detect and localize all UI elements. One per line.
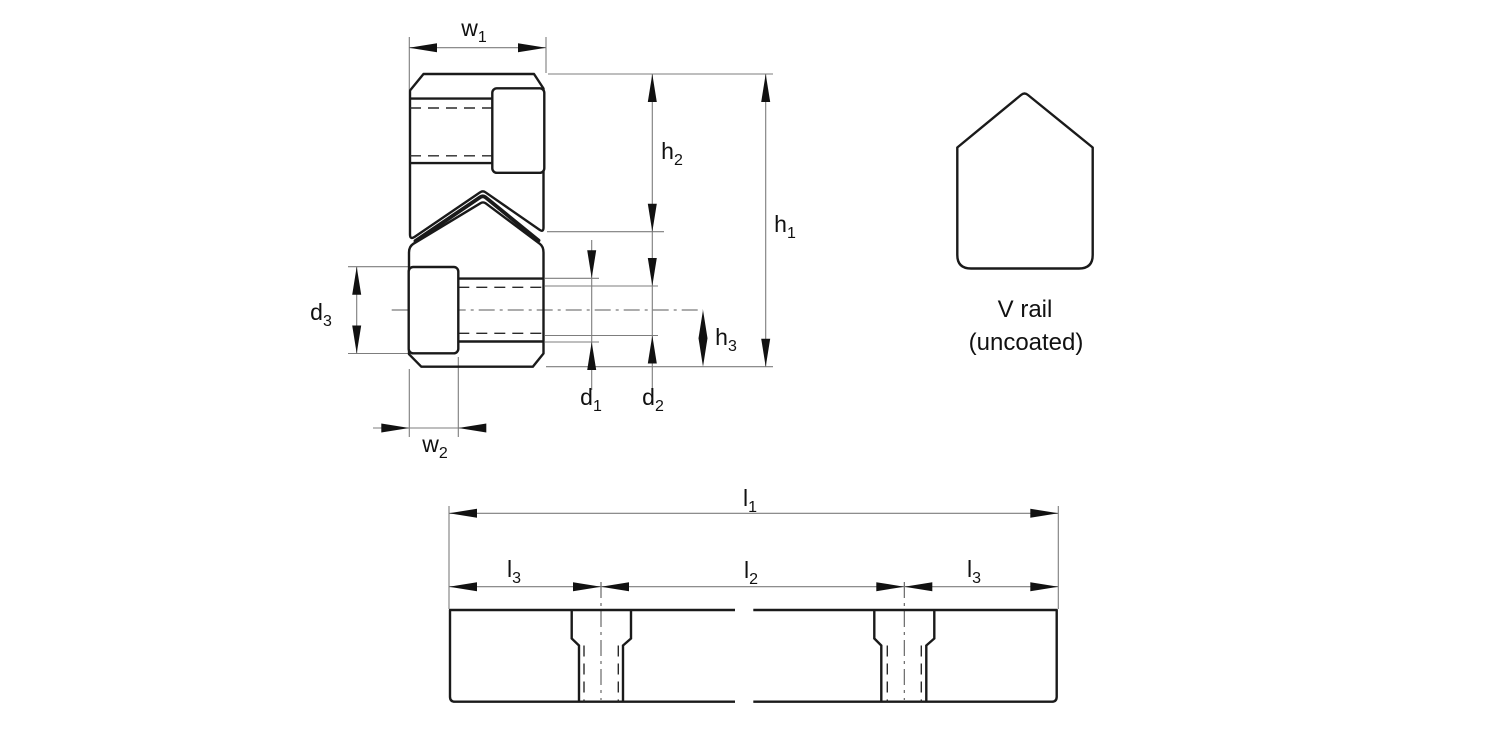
upper-bore — [410, 87, 546, 175]
arrow-down-icon — [647, 203, 657, 232]
dim-d3: d3 — [310, 266, 362, 354]
extension-lines — [448, 506, 1059, 609]
label-w2: w2 — [421, 431, 448, 462]
label-l3-left: l3 — [507, 556, 521, 587]
arrow-down-icon — [761, 338, 771, 367]
label-h3: h3 — [715, 324, 737, 355]
arrow-right-icon — [381, 423, 410, 433]
label-l1: l1 — [743, 485, 757, 516]
profile-caption-line2: (uncoated) — [969, 329, 1084, 356]
arrow-up-icon — [647, 335, 657, 364]
label-d1: d1 — [580, 384, 602, 415]
cross-section-view: w1 d3 w2 h2 d2 — [310, 15, 796, 462]
arrow-right-icon — [518, 43, 546, 53]
dim-h3: h3 — [698, 310, 737, 367]
dim-d2: d2 — [642, 258, 664, 415]
arrow-left-icon — [449, 582, 477, 592]
arrow-left-icon — [409, 43, 437, 53]
arrow-right-icon — [573, 582, 601, 592]
label-d3: d3 — [310, 299, 332, 330]
dim-h2: h2 — [647, 74, 683, 390]
dim-l1: l1 — [449, 485, 1059, 518]
arrow-right-icon — [876, 582, 905, 592]
label-h2: h2 — [661, 138, 683, 169]
arrow-left-icon — [601, 582, 629, 592]
extension-lines — [348, 37, 773, 437]
label-l2: l2 — [744, 557, 758, 588]
arrow-up-icon — [647, 74, 657, 102]
arrow-left-icon — [904, 582, 933, 592]
lower-bore — [407, 265, 544, 355]
dim-d1: d1 — [580, 240, 602, 415]
label-w1: w1 — [460, 15, 487, 46]
rail-left-segment — [448, 608, 735, 703]
mounting-hole-1 — [570, 610, 633, 702]
arrow-down-icon — [647, 258, 657, 286]
label-h1: h1 — [774, 211, 796, 242]
double-arrow-icon — [698, 310, 708, 367]
label-d2: d2 — [642, 384, 664, 415]
arrow-down-icon — [587, 250, 597, 279]
arrow-left-icon — [449, 508, 477, 518]
lower-block-outline — [407, 201, 545, 368]
dim-w2: w2 — [373, 423, 487, 462]
arrow-left-icon — [458, 423, 487, 433]
v-edge-line — [413, 194, 541, 243]
arrow-right-icon — [1030, 582, 1059, 592]
upper-block-outline — [408, 72, 545, 240]
v-rail-profile-view: V rail (uncoated) — [956, 92, 1094, 356]
dim-l3-l2-l3: l3 l2 l3 — [449, 556, 1059, 592]
label-l3-right: l3 — [967, 556, 981, 587]
dim-h1: h1 — [761, 74, 796, 367]
upper-counterbore — [491, 87, 546, 175]
arrow-up-icon — [761, 74, 771, 102]
lower-counterbore — [407, 265, 460, 355]
rail-right-segment — [753, 608, 1058, 703]
arrow-up-icon — [352, 266, 362, 295]
side-view: l1 l3 l2 l3 — [448, 485, 1059, 703]
arrow-up-icon — [587, 342, 597, 370]
dim-w1: w1 — [409, 15, 546, 53]
mounting-hole-2 — [873, 610, 936, 702]
arrow-down-icon — [352, 325, 362, 354]
v-rail-profile-outline — [956, 92, 1094, 270]
profile-caption-line1: V rail — [998, 296, 1053, 323]
arrow-right-icon — [1030, 508, 1059, 518]
